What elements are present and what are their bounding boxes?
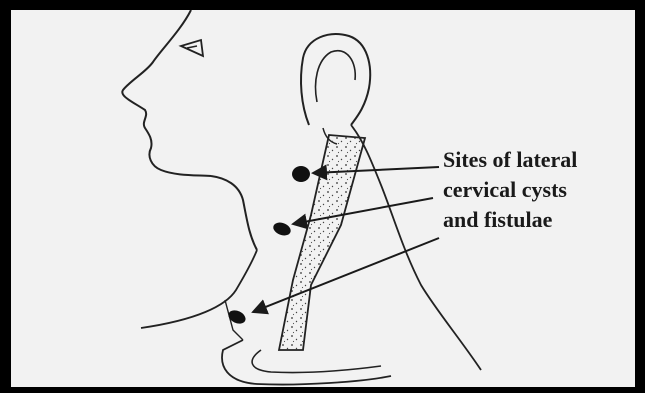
annotation-line-1: Sites of lateral xyxy=(443,147,577,173)
pointer-arrow xyxy=(253,238,439,312)
cyst-site-marker xyxy=(226,308,247,326)
ear-drawing xyxy=(301,34,370,125)
annotation-line-3: and fistulae xyxy=(443,207,552,233)
face-profile-line xyxy=(122,10,211,176)
cyst-site-marker xyxy=(292,166,310,182)
shoulder-line xyxy=(222,340,391,385)
annotation-line-2: cervical cysts xyxy=(443,177,567,203)
eye-drawing xyxy=(181,40,203,56)
neck-band-stippled xyxy=(279,135,365,350)
cyst-site-marker xyxy=(271,220,292,237)
jaw-line xyxy=(211,176,257,250)
illustration-panel: Sites of lateral cervical cysts and fist… xyxy=(11,10,635,387)
